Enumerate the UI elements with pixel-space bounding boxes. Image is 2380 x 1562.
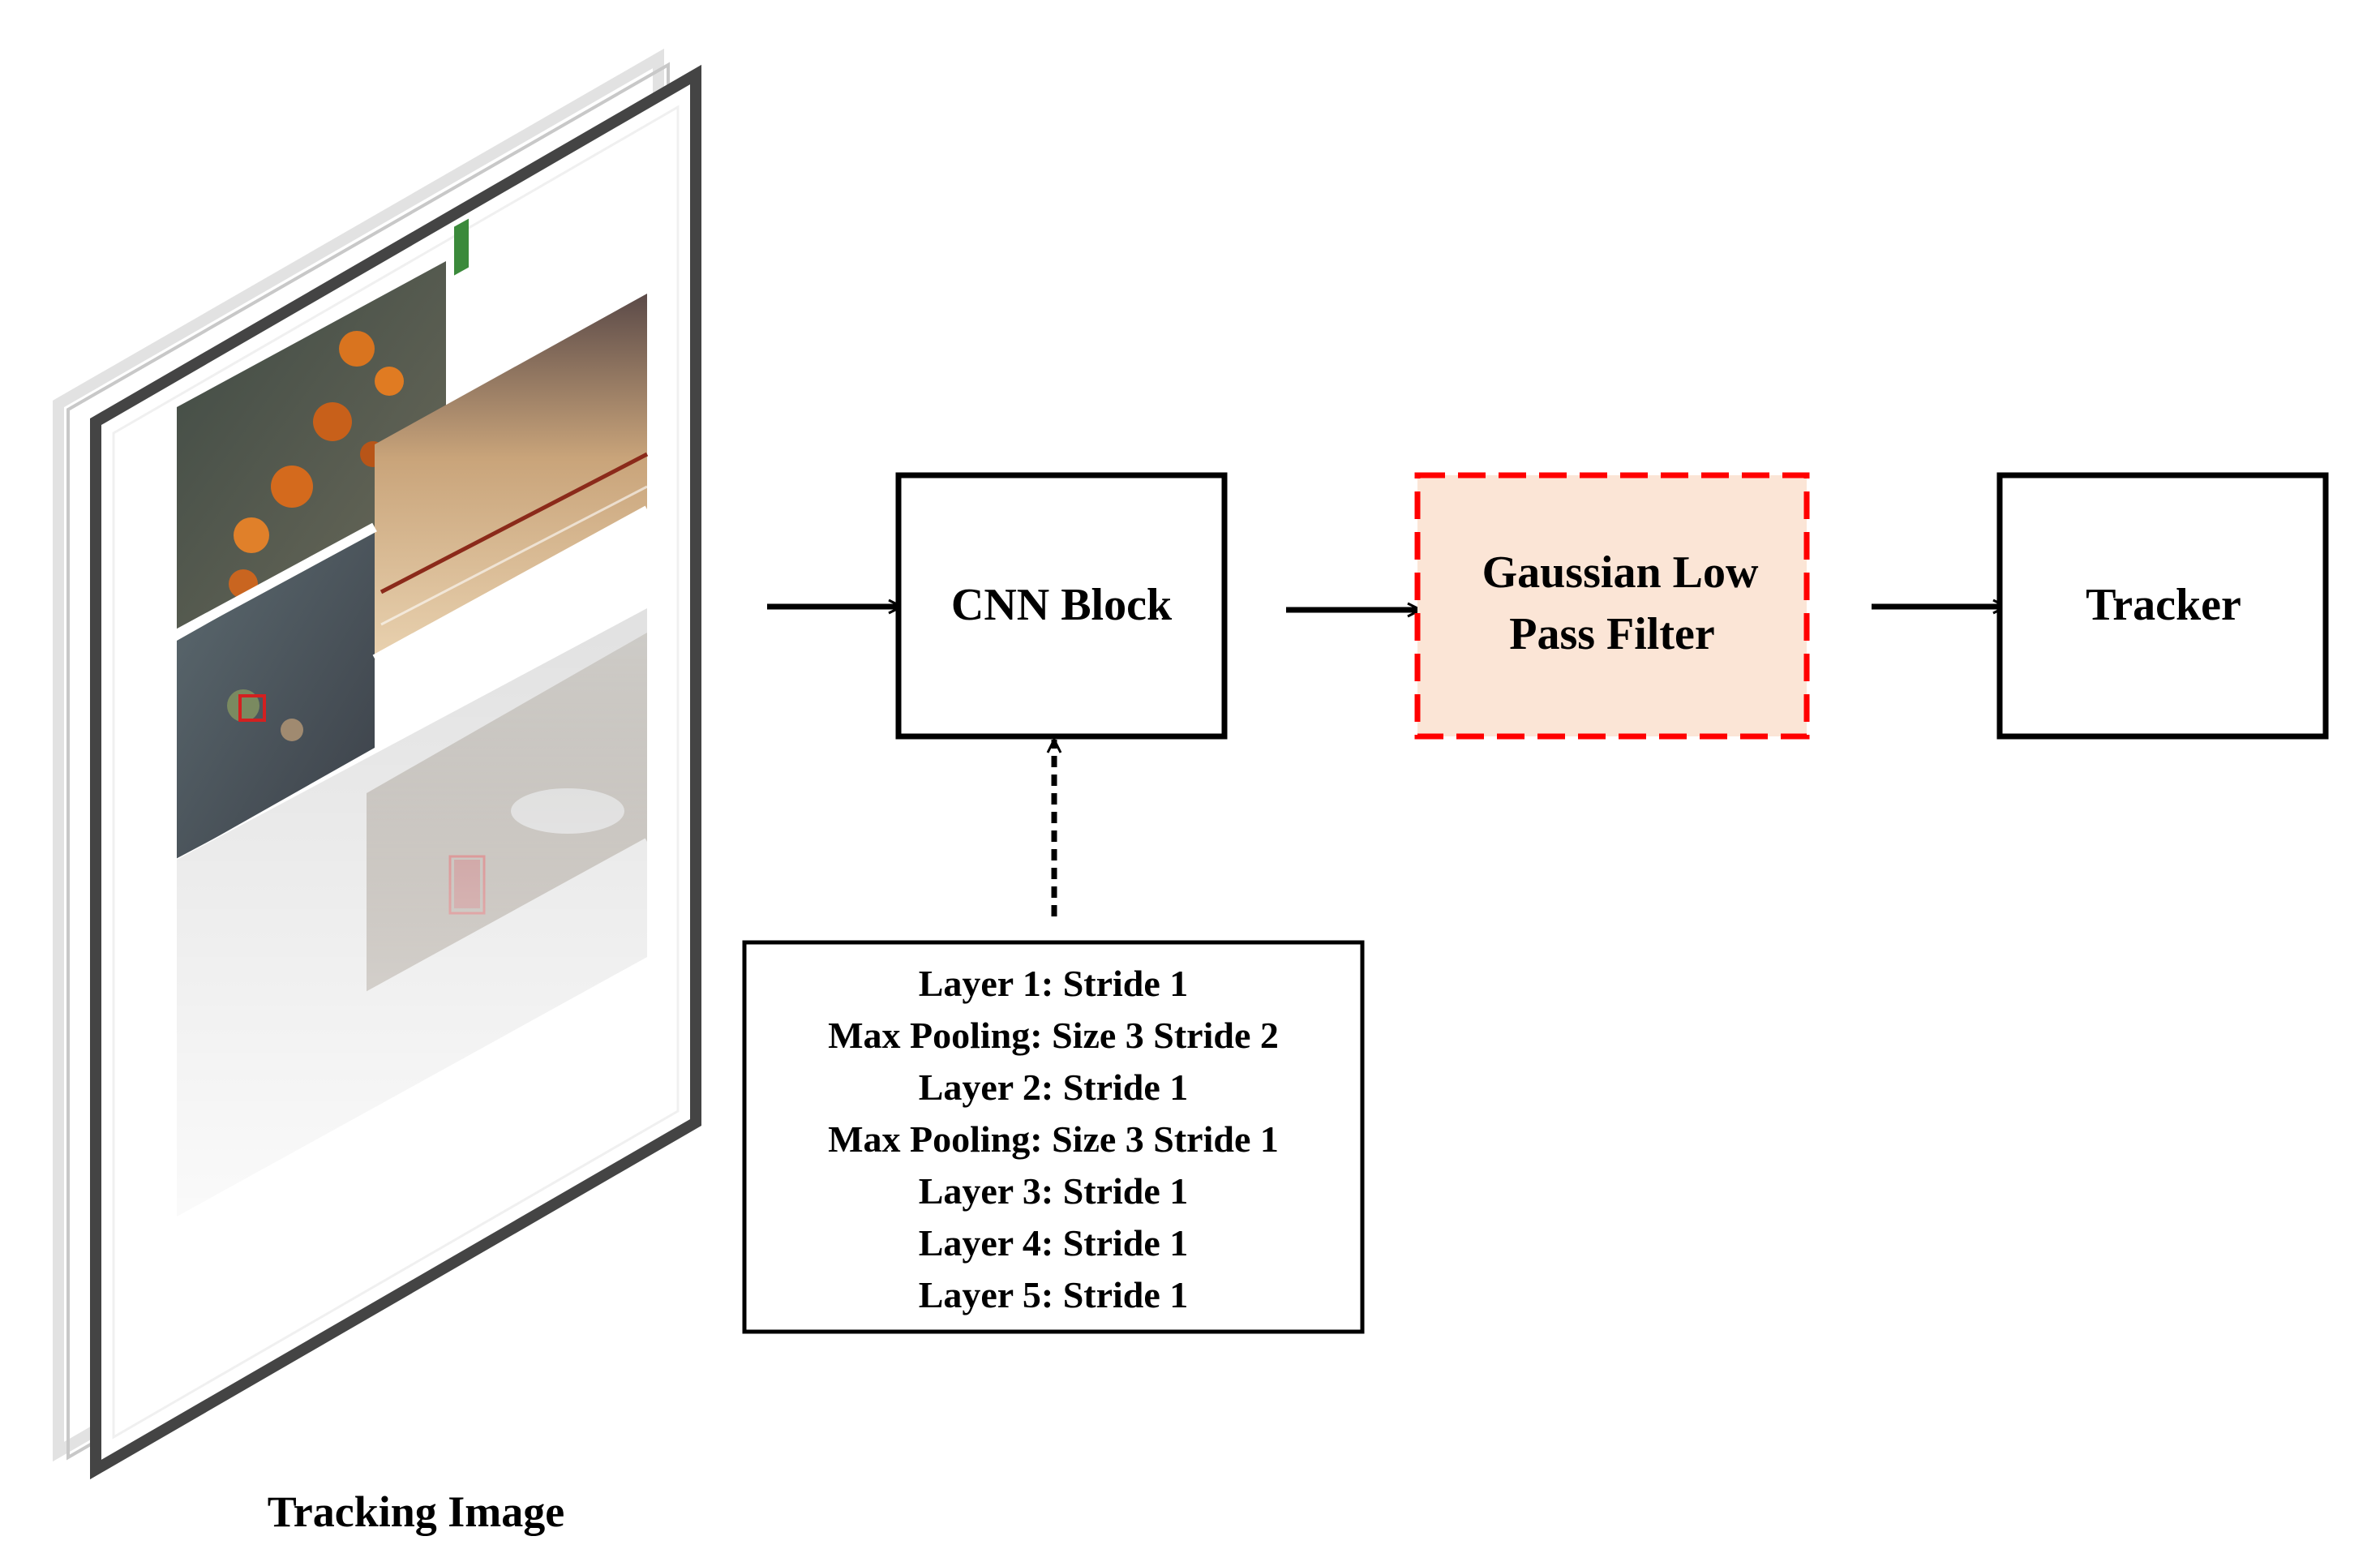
layer-config-line-7: Layer 5: Stride 1 [919,1274,1189,1315]
photo-collage [174,218,650,1330]
tracking-image-frame [53,48,701,1480]
layer-config-box: Layer 1: Stride 1 Max Pooling: Size 3 St… [742,940,1365,1334]
tracking-image-caption: Tracking Image [268,1487,564,1536]
gaussian-filter-label-line2: Pass Filter [1509,609,1714,659]
cnn-block: CNN Block [895,472,1228,740]
gaussian-filter-block: Gaussian Low Pass Filter [1414,472,1810,740]
tracker-block: Tracker [1996,472,2329,740]
layer-config-line-2: Max Pooling: Size 3 Stride 2 [828,1015,1279,1056]
layer-config-line-3: Layer 2: Stride 1 [919,1066,1189,1108]
layer-config-line-5: Layer 3: Stride 1 [919,1170,1189,1212]
cnn-block-label: CNN Block [951,580,1173,630]
ground-photo [177,529,375,860]
tracker-label: Tracker [2086,580,2241,630]
court-photo [375,294,647,660]
layer-config-line-6: Layer 4: Stride 1 [919,1222,1189,1264]
layer-config-line-4: Max Pooling: Size 3 Stride 1 [828,1118,1279,1160]
gaussian-filter-label-line1: Gaussian Low [1482,547,1759,598]
layer-config-line-1: Layer 1: Stride 1 [919,963,1189,1004]
